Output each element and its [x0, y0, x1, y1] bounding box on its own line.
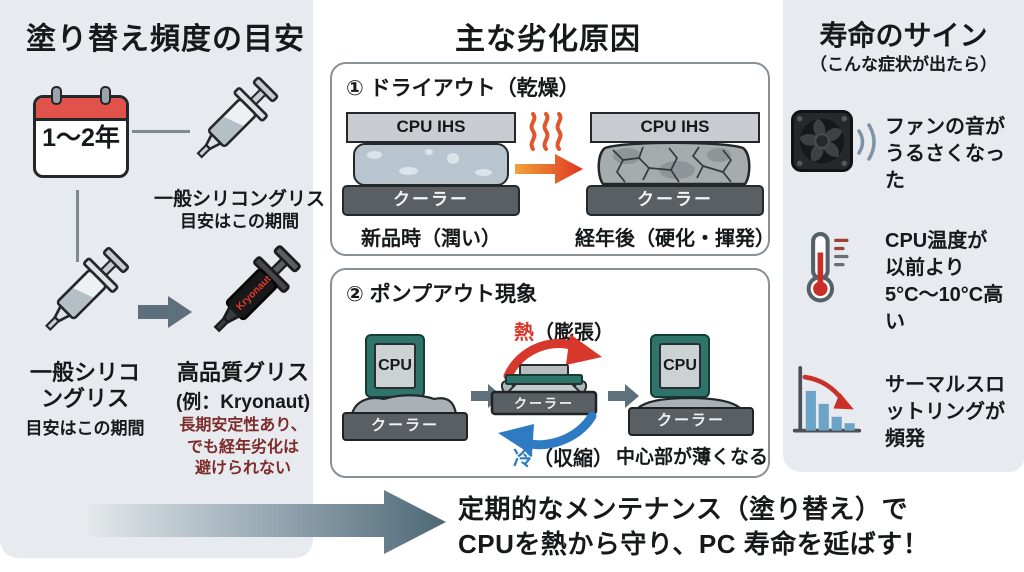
sign-fan-noise-text: ファンの音が うるさくなった [885, 116, 1005, 192]
right-arrow-icon [138, 296, 192, 328]
sign-cpu-temp-text: CPU温度が 以前より 5°C〜10°C高い [885, 230, 1004, 333]
middle-title: 主な劣化原因 [455, 23, 641, 56]
cooler-bar: クーラー [628, 407, 754, 436]
heat-gradient-arrow-icon [515, 154, 583, 184]
conclusion-line1: 定期的なメンテナンス（塗り替え）で [458, 494, 908, 524]
heat-expansion-label: 熱（膨張） [514, 322, 614, 344]
sign-throttling-text: サーマルスロ ットリングが 頻発 [885, 374, 1005, 450]
dryout-box: ① ドライアウト（乾燥） CPU IHS クーラー 新品時（潤い） CPU IH… [330, 62, 775, 256]
calendar-ring [100, 86, 111, 105]
calendar-interval-label: 1〜2年 [42, 124, 120, 152]
premium-syringe-icon: Kryonaut [213, 245, 301, 333]
declining-chart-icon [792, 366, 862, 433]
right-panel-title: 寿命のサイン [819, 20, 988, 51]
syringe1-sublabel: 目安はこの期間 [180, 212, 299, 231]
middle-section: 主な劣化原因 [313, 0, 783, 490]
premium-grease-note: 長期安定性あり、 でも経年劣化は 避けられない [179, 417, 307, 478]
aged-caption: 経年後（硬化・揮発） [575, 228, 775, 250]
paste-mound [350, 394, 458, 414]
thin-center-caption: 中心部が薄くなる [615, 447, 768, 468]
cpu-chip: CPU [650, 334, 710, 398]
squeezed-cooler-illustration: クーラー [490, 364, 598, 416]
premium-grease-label: 高品質グリス [176, 360, 309, 385]
connector-line-horizontal [132, 130, 190, 133]
fresh-paste-illustration [353, 143, 509, 186]
cold-contraction-label: 冷（収縮） [513, 448, 613, 470]
curved-cold-arrow-icon [498, 412, 597, 455]
calendar-ring [51, 86, 62, 105]
syringe-icon [44, 246, 130, 332]
pumpout-heading: ② ポンプアウト現象 [346, 283, 537, 306]
syringe1-label: 一般シリコングリス [153, 189, 325, 210]
sound-waves-icon [857, 123, 876, 161]
right-arrow-icon [608, 384, 639, 408]
right-panel-subtitle: （こんな症状が出たら） [810, 55, 997, 74]
right-panel: 寿命のサイン （こんな症状が出たら） ファンの音が うるさくなった [783, 0, 1024, 472]
big-conclusion-arrow-icon [88, 490, 446, 554]
thermometer-icon [806, 231, 849, 303]
cooler-bar: クーラー [342, 185, 520, 216]
connector-line-vertical [76, 190, 79, 262]
left-panel-title: 塗り替え頻度の目安 [26, 23, 305, 56]
cpu-chip: CPU [365, 334, 425, 398]
cpu-ihs-bar: CPU IHS [346, 112, 516, 143]
dryout-heading: ① ドライアウト（乾燥） [346, 77, 580, 100]
conclusion-line2: CPUを熱から守り、PC 寿命を延ばす！ [458, 529, 930, 559]
calendar-icon: 1〜2年 [33, 86, 129, 178]
pumpout-box: ② ポンプアウト現象 熱（膨張） CPU クーラー クーラー [330, 268, 770, 478]
fresh-caption: 新品時（潤い） [361, 228, 501, 250]
premium-grease-example: (例：Kryonaut) [175, 392, 311, 413]
generic-grease-sublabel: 目安はこの期間 [25, 419, 145, 438]
left-panel: 塗り替え頻度の目安 1〜2年 一般シリコングリス 目安はこの期間 [0, 0, 325, 558]
thin-paste-mound [635, 396, 743, 409]
heat-waves-icon [529, 112, 563, 151]
cooler-bar: クーラー [342, 412, 468, 441]
fan-icon [791, 110, 853, 172]
syringe-icon [196, 76, 279, 159]
curved-heat-arrow-icon [503, 334, 602, 380]
cpu-ihs-bar: CPU IHS [590, 112, 760, 143]
cooler-bar: クーラー [586, 185, 764, 216]
cracked-paste-illustration [597, 142, 751, 186]
cooler-label: クーラー [514, 396, 574, 411]
generic-grease-label: 一般シリコ ングリス [29, 360, 140, 412]
